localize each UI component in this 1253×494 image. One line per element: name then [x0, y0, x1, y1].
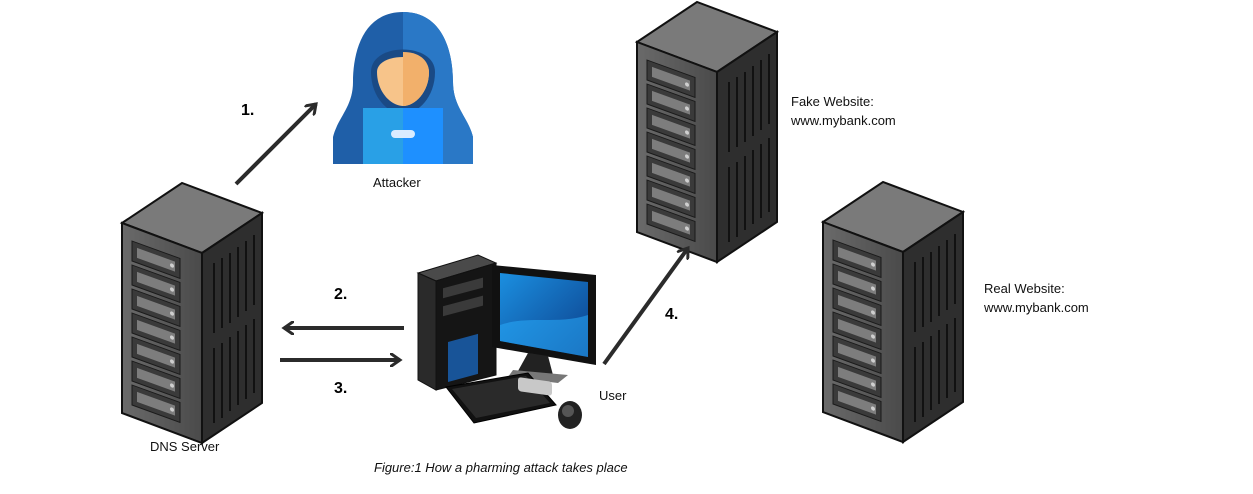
step-4-label: 4.: [665, 306, 679, 323]
attacker-label: Attacker: [373, 175, 421, 190]
step-3-label: 3.: [334, 380, 348, 397]
arrow-1: [234, 104, 316, 186]
real-website-server-icon: [823, 182, 963, 442]
step-2-label: 2.: [334, 286, 348, 303]
arrow-4: [602, 248, 690, 366]
dns-server-label: DNS Server: [150, 439, 220, 454]
step-1-label: 1.: [241, 102, 255, 119]
user-label: User: [599, 388, 627, 403]
real-website-url: www.mybank.com: [984, 300, 1089, 315]
desktop-computer-icon: [416, 254, 596, 429]
real-website-title: Real Website:: [984, 281, 1065, 296]
fake-website-url: www.mybank.com: [791, 113, 896, 128]
fake-website-server-icon: [637, 2, 777, 262]
hacker-icon: [333, 12, 473, 164]
fake-website-title: Fake Website:: [791, 94, 874, 109]
dns-server-icon: [122, 183, 262, 443]
figure-caption: Figure:1 How a pharming attack takes pla…: [374, 460, 628, 475]
